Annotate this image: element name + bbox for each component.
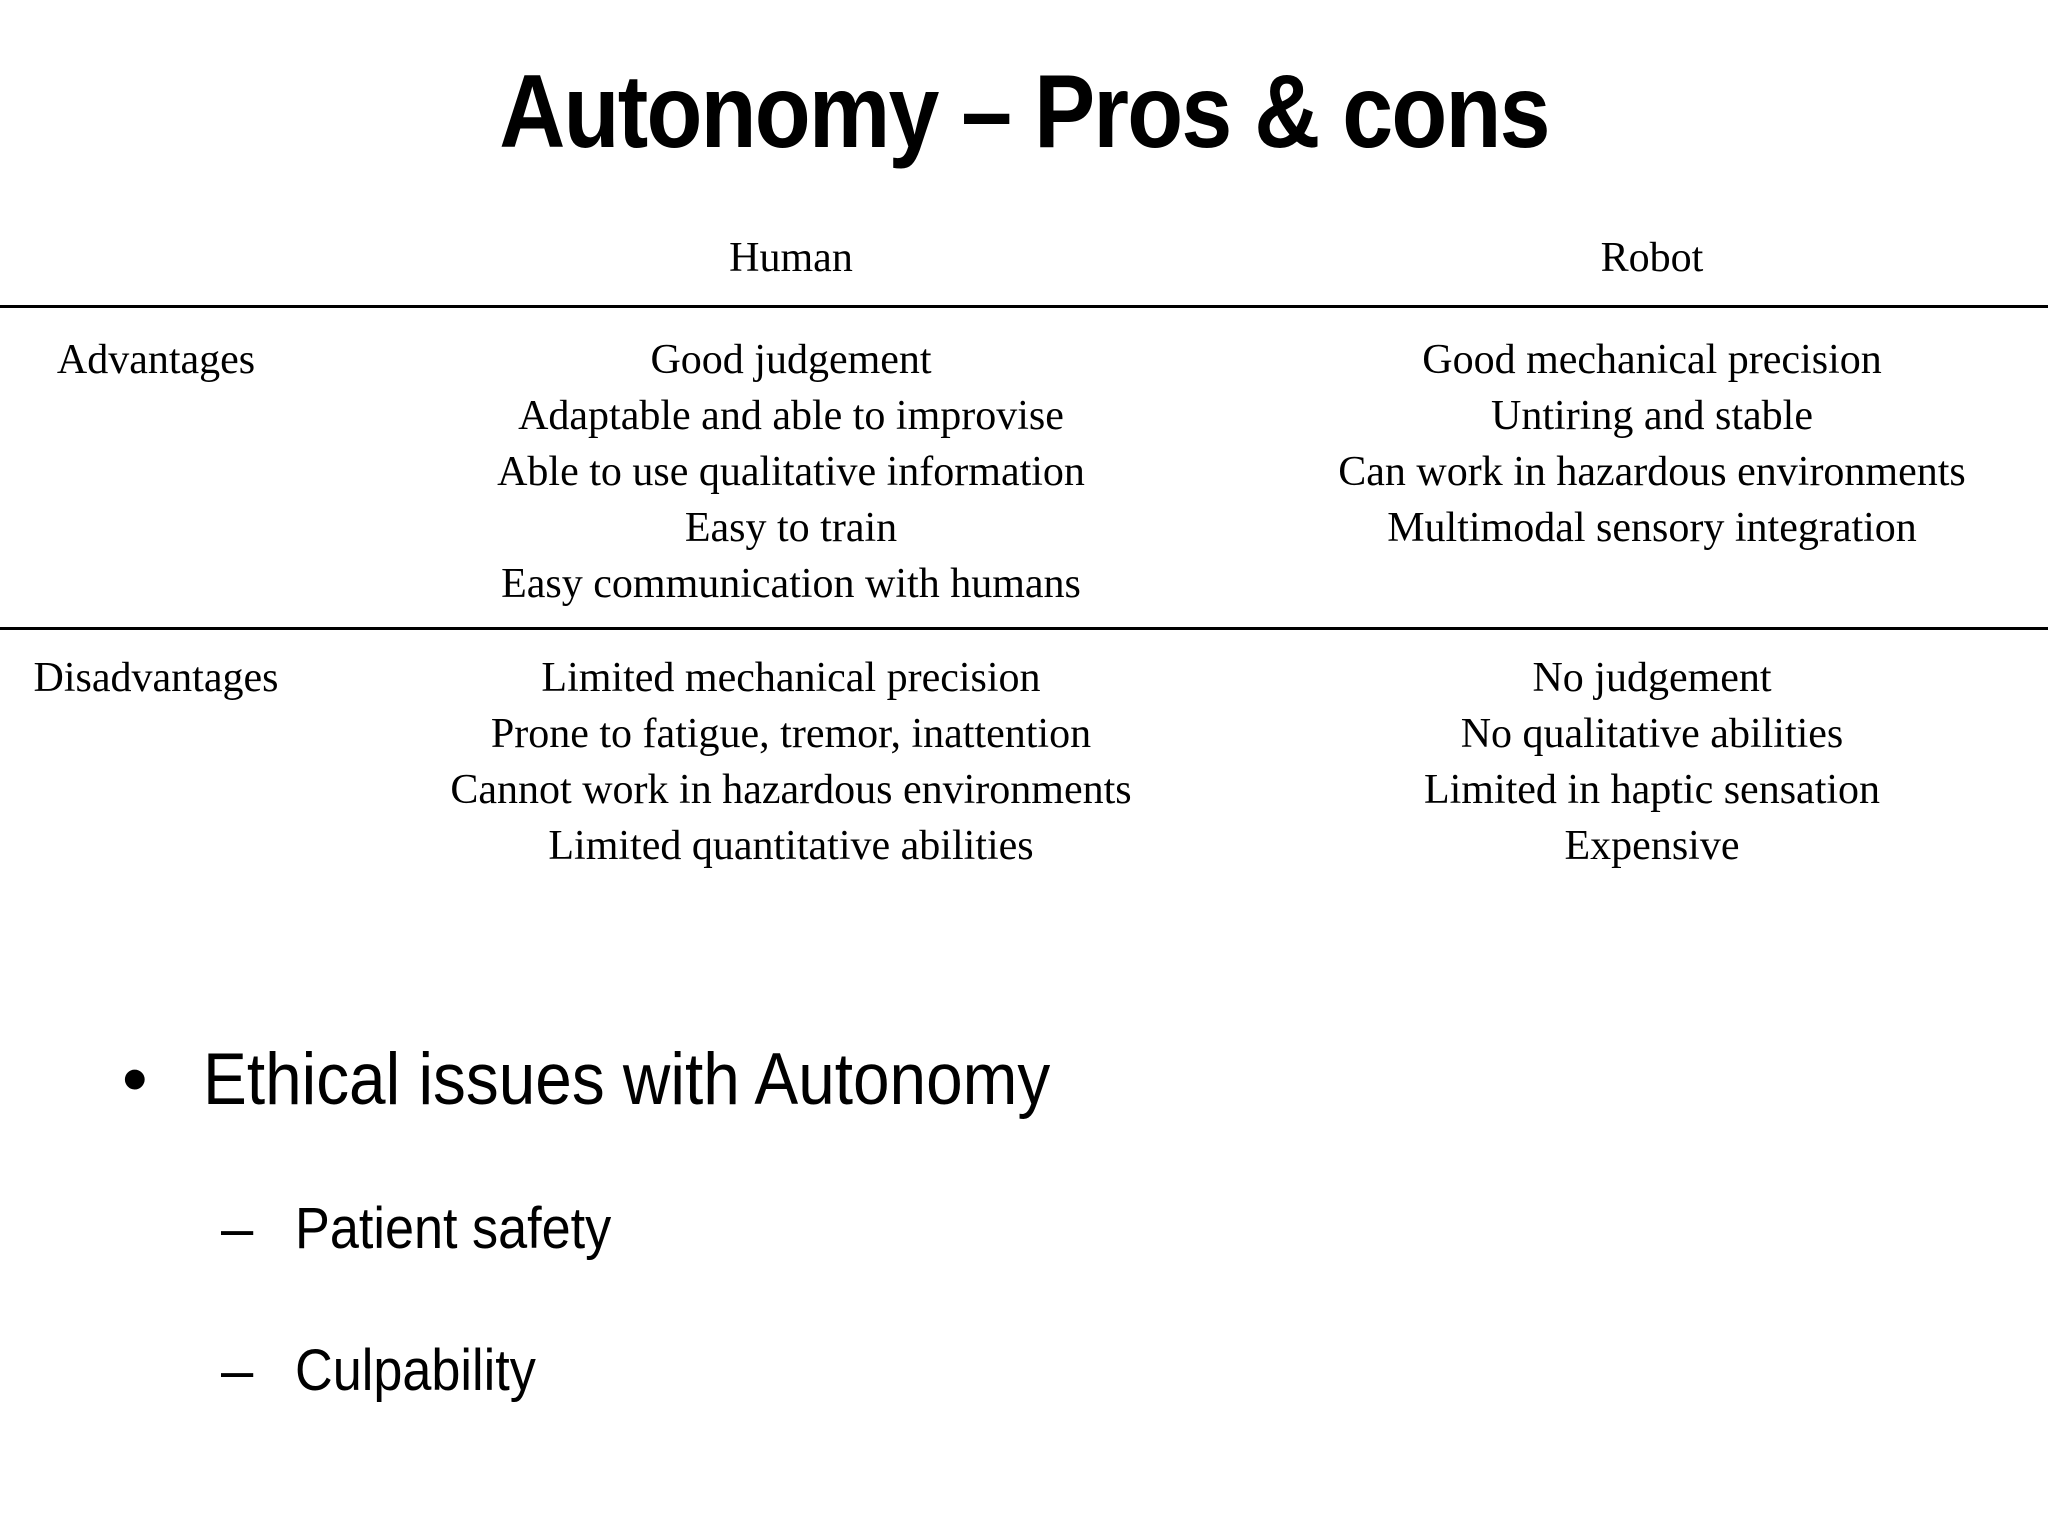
table-row-advantages: Advantages Good judgement Adaptable and … — [0, 332, 2048, 612]
slide-title: Autonomy – Pros & cons — [499, 54, 1550, 170]
row-label-text: Disadvantages — [33, 655, 279, 701]
cell-line: Untiring and stable — [1491, 393, 1813, 439]
disadvantages-robot-cell: No judgement No qualitative abilities Li… — [1270, 650, 2034, 874]
table-header-empty — [0, 230, 312, 286]
subbullet-patient-safety: – Patient safety — [0, 1200, 2048, 1258]
cell-line: No judgement — [1532, 655, 1772, 701]
table-header-row: Human Robot — [0, 230, 2048, 286]
cell-line: No qualitative abilities — [1460, 711, 1844, 757]
cell-line: Limited quantitative abilities — [548, 823, 1034, 869]
table-row-disadvantages: Disadvantages Limited mechanical precisi… — [0, 650, 2048, 874]
table-header-robot: Robot — [1600, 235, 1704, 281]
cell-line: Adaptable and able to improvise — [518, 393, 1064, 439]
subbullet-text: Patient safety — [295, 1196, 612, 1261]
cell-line: Limited mechanical precision — [541, 655, 1041, 701]
row-label-text: Advantages — [56, 337, 256, 383]
cell-line: Easy to train — [684, 505, 898, 551]
subbullet-text: Culpability — [295, 1338, 536, 1403]
advantages-human-cell: Good judgement Adaptable and able to imp… — [312, 332, 1270, 612]
cell-line: Expensive — [1564, 823, 1740, 869]
table-top-rule — [0, 305, 2048, 308]
cell-line: Good mechanical precision — [1422, 337, 1882, 383]
advantages-robot-cell: Good mechanical precision Untiring and s… — [1270, 332, 2034, 612]
cell-line: Limited in haptic sensation — [1423, 767, 1881, 813]
dash-marker-icon: – — [221, 1338, 254, 1403]
dash-marker-icon: – — [221, 1196, 254, 1261]
cell-line: Easy communication with humans — [501, 561, 1081, 607]
bullet-dot-icon: • — [122, 1039, 148, 1120]
cell-line: Good judgement — [650, 337, 932, 383]
cell-line: Able to use qualitative information — [497, 449, 1085, 495]
subbullet-culpability: – Culpability — [0, 1342, 2048, 1400]
bullet-text: Ethical issues with Autonomy — [203, 1039, 1051, 1120]
cell-line: Multimodal sensory integration — [1387, 505, 1917, 551]
cell-line: Prone to fatigue, tremor, inattention — [490, 711, 1092, 757]
table-header-human: Human — [729, 235, 853, 281]
bullet-ethical-issues: • Ethical issues with Autonomy — [0, 1043, 2048, 1116]
table-mid-rule — [0, 627, 2048, 630]
row-label-disadvantages: Disadvantages — [0, 650, 312, 874]
cell-line: Can work in hazardous environments — [1338, 449, 1966, 495]
row-label-advantages: Advantages — [0, 332, 312, 612]
cell-line: Cannot work in hazardous environments — [450, 767, 1132, 813]
disadvantages-human-cell: Limited mechanical precision Prone to fa… — [312, 650, 1270, 874]
